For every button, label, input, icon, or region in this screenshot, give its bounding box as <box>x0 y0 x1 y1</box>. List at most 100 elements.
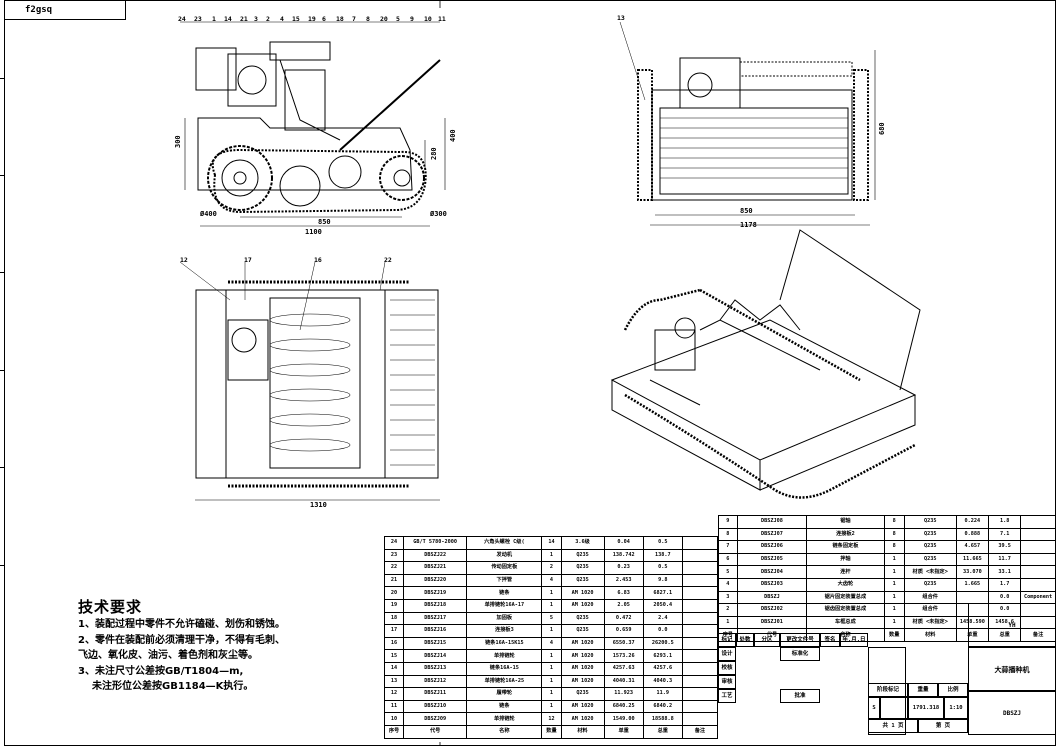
bom-cell: Q235 <box>560 561 605 575</box>
bom-cell: 8 <box>718 527 738 542</box>
bom-cell: DBSZJ08 <box>736 515 808 529</box>
bom-cell: 18 <box>383 611 405 626</box>
bom-cell: AM 1020 <box>560 586 605 600</box>
bom-cell: 1573.26 <box>603 649 644 663</box>
bom-cell: 6840.25 <box>603 699 644 714</box>
bom-header-cell: 序号 <box>383 724 405 739</box>
bom-cell: AM 1020 <box>560 598 605 613</box>
svg-text:14: 14 <box>224 15 232 23</box>
svg-text:8: 8 <box>366 15 370 23</box>
bom-cell: Q235 <box>560 624 605 638</box>
bom-cell: 1 <box>883 590 905 605</box>
bom-cell: 8 <box>883 540 905 554</box>
bom-cell: 单排链轮 <box>466 649 543 663</box>
bom-cell: 链条固定板 <box>806 540 885 554</box>
balloon-numbers: 24 23 1 14 21 3 2 4 15 19 6 18 7 8 20 5 … <box>178 14 625 264</box>
bom-cell: 下拌管 <box>466 573 543 588</box>
bom-cell <box>1020 540 1056 554</box>
svg-text:23: 23 <box>194 15 202 23</box>
bom-cell: DBSZJ17 <box>403 611 468 626</box>
bom-cell: AM 1020 <box>560 674 605 689</box>
bom-cell: 1 <box>541 624 562 638</box>
drawing-number: DBSZJ <box>968 691 1056 735</box>
bom-cell: 1.8 <box>988 515 1022 529</box>
bom-cell: 9 <box>718 515 738 529</box>
bom-cell: AM 1020 <box>560 661 605 676</box>
svg-text:6: 6 <box>322 15 326 23</box>
bom-header-cell: 总重 <box>642 724 683 739</box>
bom-cell: 21 <box>383 573 405 588</box>
front-view <box>619 21 876 226</box>
bom-header-cell: 材料 <box>560 724 605 739</box>
bom-header-cell: 名称 <box>806 628 885 642</box>
bom-cell: 20 <box>383 586 405 600</box>
svg-text:16: 16 <box>314 256 322 264</box>
bom-cell: 传动固定板 <box>466 561 543 575</box>
bom-cell: 拌轴 <box>806 552 885 567</box>
bom-cell <box>681 536 719 550</box>
bom-cell <box>955 590 990 605</box>
bom-cell: 0.472 <box>603 611 644 626</box>
bom-cell: 11.923 <box>603 687 644 701</box>
bom-cell: 加固板 <box>466 611 543 626</box>
bom-header-cell: 名称 <box>466 724 543 739</box>
dim-side-wheelbase: 850 <box>318 218 331 226</box>
svg-text:1: 1 <box>212 15 216 23</box>
bom-cell: 22 <box>383 561 405 575</box>
bom-cell: 1 <box>883 565 905 579</box>
bom-header-cell: 数量 <box>541 724 562 739</box>
bom-cell: 单排链轮16A-17 <box>466 598 543 613</box>
bom-cell: 12 <box>383 687 405 701</box>
bom-header-cell: 总重 <box>988 628 1022 642</box>
svg-text:18: 18 <box>336 15 344 23</box>
bom-cell: DBSZJ10 <box>403 699 468 714</box>
tech-line: 3、未注尺寸公差按GB/T1804—m, <box>78 665 244 677</box>
bom-cell: 0.888 <box>955 527 990 542</box>
top-view <box>179 261 440 501</box>
bom-cell: 18588.8 <box>642 712 683 726</box>
bom-cell: 0.5 <box>642 561 683 575</box>
bom-cell: DBSZJ21 <box>403 561 468 575</box>
bom-cell: 4040.3 <box>642 674 683 689</box>
dim-wheel-left: Ø400 <box>199 210 217 218</box>
bom-header-cell: 数量 <box>883 628 905 642</box>
bom-cell: Q235 <box>903 540 957 554</box>
bom-cell: 组合件 <box>903 590 957 605</box>
bom-cell: DBSZJ13 <box>403 661 468 676</box>
bom-cell: 7 <box>718 540 738 554</box>
bom-cell: 19 <box>383 598 405 613</box>
svg-text:3: 3 <box>254 15 258 23</box>
bom-cell: 1 <box>541 674 562 689</box>
bom-cell: Q235 <box>560 573 605 588</box>
title-block: YH 大蒜播种机 DBSZJ 阶段标记 重量 比例 S 1791.318 1:1… <box>718 603 1056 746</box>
bom-cell: AM 1020 <box>560 712 605 726</box>
technical-requirements: 技术要求 1、装配过程中零件不允许磕碰、划伤和锈蚀。 2、零件在装配前必须清理干… <box>78 596 285 695</box>
bom-cell: 1 <box>883 577 905 592</box>
bom-cell: 13 <box>383 674 405 689</box>
tech-line: 未注形位公差按GB1184—K执行。 <box>92 681 254 692</box>
svg-text:15: 15 <box>292 15 300 23</box>
bom-cell: DBSZJ12 <box>403 674 468 689</box>
bom-cell <box>1020 577 1056 592</box>
bom-cell: DBSZJ20 <box>403 573 468 588</box>
bom-header-cell: 材料 <box>903 628 957 642</box>
product-name: 大蒜播种机 <box>968 647 1056 691</box>
bom-cell: 15 <box>383 649 405 663</box>
bom-cell: 6827.1 <box>642 586 683 600</box>
bom-cell: 6293.1 <box>642 649 683 663</box>
svg-text:19: 19 <box>308 15 316 23</box>
sheet-total: 共 1 页 <box>868 719 918 733</box>
bom-cell: 0.0 <box>988 590 1022 605</box>
weight-value: 1791.318 <box>908 697 944 719</box>
bom-cell: 单排链轮 <box>466 712 543 726</box>
bom-cell: 2.453 <box>603 573 644 588</box>
